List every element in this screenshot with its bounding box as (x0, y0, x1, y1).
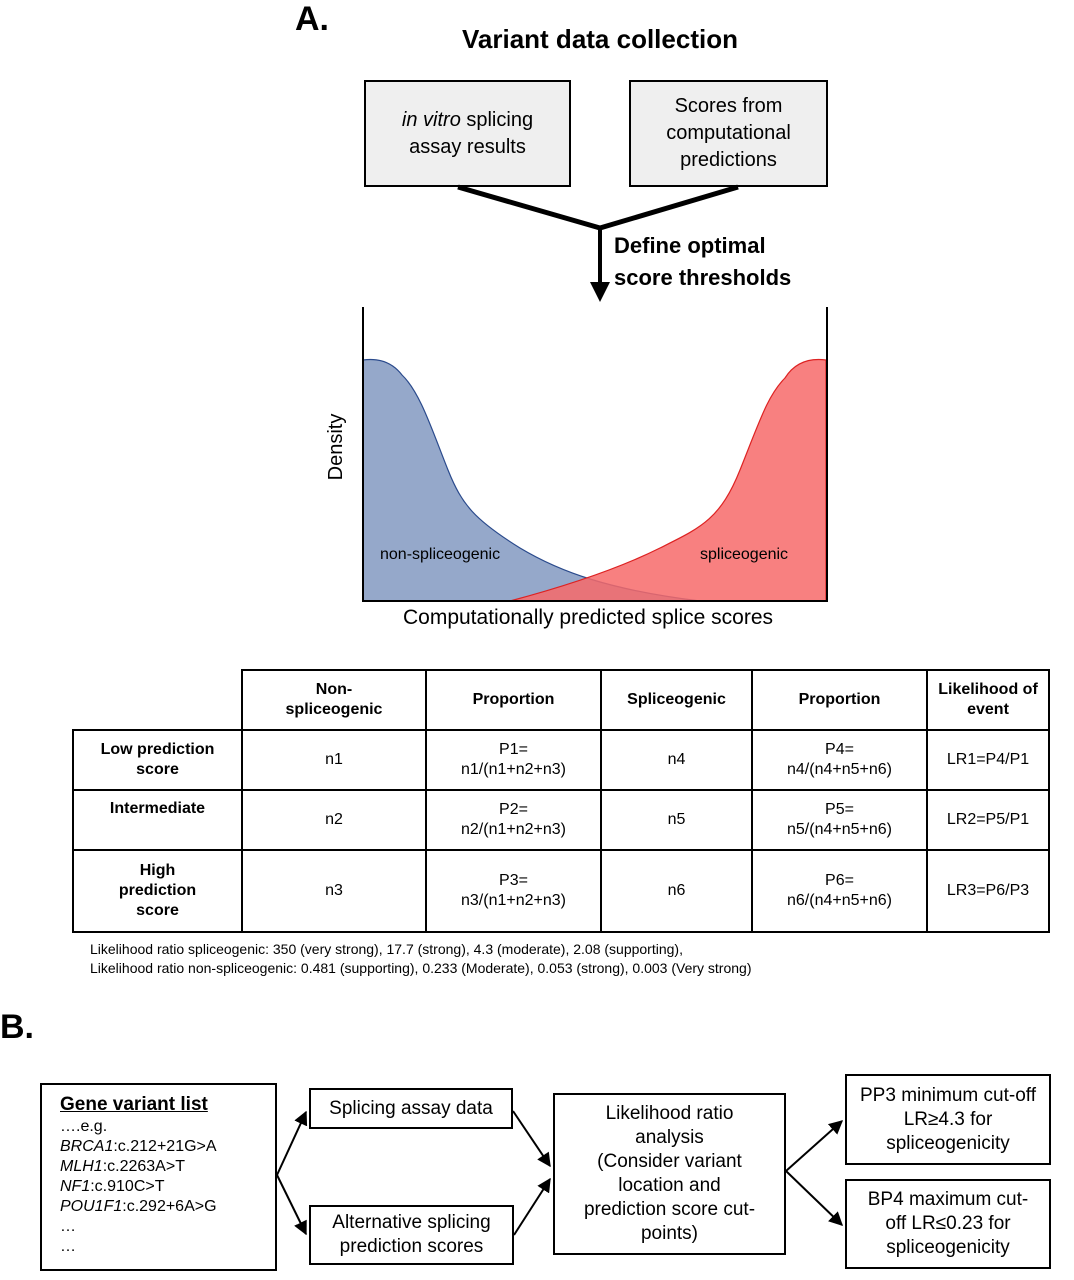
variant-item: NF1:c.910C>T (60, 1178, 165, 1195)
table-row: Low prediction score n1 P1= n1/(n1+n2+n3… (72, 729, 1050, 791)
note-spliceogenic: Likelihood ratio spliceogenic: 350 (very… (90, 941, 683, 957)
scores-line1: Scores from (674, 95, 783, 117)
in-vitro-rest: splicing (460, 108, 534, 131)
gene-list-ellipsis: … (60, 1218, 76, 1235)
gene-list-title: Gene variant list (60, 1094, 208, 1115)
variant-item: POU1F1:c.292+6A>G (60, 1198, 217, 1215)
cell-p1: P1= n1/(n1+n2+n3) (425, 729, 602, 791)
x-axis-label: Computationally predicted splice scores (402, 606, 773, 629)
spliceogenic-density (509, 358, 827, 602)
cell-p5: P5= n5/(n4+n5+n6) (751, 789, 928, 851)
row-label-intermediate: Intermediate (72, 789, 243, 851)
header-proportion-1: Proportion (425, 669, 602, 731)
spliceogenic-label: spliceogenic (700, 546, 789, 563)
in-vitro-assay-box: in vitro splicing assay results (364, 80, 571, 187)
bp4-cutoff-box: BP4 maximum cut- off LR≤0.23 for spliceo… (845, 1179, 1051, 1269)
likelihood-ratio-table: Non- spliceogenic Proportion Spliceogeni… (72, 669, 1050, 933)
table-corner (73, 670, 243, 731)
cell-n5: n5 (600, 789, 753, 851)
header-proportion-2: Proportion (751, 669, 928, 731)
cell-p3: P3= n3/(n1+n2+n3) (425, 849, 602, 933)
header-likelihood: Likelihood of event (926, 669, 1050, 731)
cell-n4: n4 (600, 729, 753, 791)
variant-item: MLH1:c.2263A>T (60, 1158, 185, 1175)
likelihood-ratio-analysis-box: Likelihood ratio analysis (Consider vari… (553, 1093, 786, 1255)
cell-lr3: LR3=P6/P3 (926, 849, 1050, 933)
splicing-assay-box: Splicing assay data (309, 1088, 513, 1129)
cell-n1: n1 (241, 729, 427, 791)
alternative-splicing-box: Alternative splicing prediction scores (309, 1205, 514, 1265)
in-vitro-line2: assay results (409, 135, 526, 158)
gene-list-eg: ….e.g. (60, 1118, 108, 1135)
merge-connector (457, 184, 739, 302)
down-arrow-icon (590, 282, 610, 302)
cell-p4: P4= n4/(n4+n5+n6) (751, 729, 928, 791)
row-label-high: High prediction score (72, 849, 243, 933)
in-vitro-text: in vitro (401, 108, 461, 131)
cell-p6: P6= n6/(n4+n5+n6) (751, 849, 928, 933)
cell-lr1: LR1=P4/P1 (926, 729, 1050, 791)
lr-notes: Likelihood ratio spliceogenic: 350 (very… (90, 940, 752, 978)
pp3-cutoff-box: PP3 minimum cut-off LR≥4.3 for spliceoge… (845, 1074, 1051, 1165)
panel-a-title: Variant data collection (462, 24, 738, 54)
gene-list-ellipsis: … (60, 1238, 76, 1255)
scores-line2: computational (666, 122, 791, 144)
flow-arrows (276, 1110, 844, 1236)
cell-n2: n2 (241, 789, 427, 851)
scores-line3: predictions (680, 149, 777, 171)
cell-lr2: LR2=P5/P1 (926, 789, 1050, 851)
table-row: Intermediate n2 P2= n2/(n1+n2+n3) n5 P5=… (72, 789, 1050, 851)
cell-p2: P2= n2/(n1+n2+n3) (425, 789, 602, 851)
non-spliceogenic-label: non-spliceogenic (380, 546, 501, 563)
cell-n3: n3 (241, 849, 427, 933)
cell-n6: n6 (600, 849, 753, 933)
gene-variant-list-box: Gene variant list ….e.g. BRCA1:c.212+21G… (40, 1083, 277, 1271)
table-row: High prediction score n3 P3= n3/(n1+n2+n… (72, 849, 1050, 933)
note-non-spliceogenic: Likelihood ratio non-spliceogenic: 0.481… (90, 960, 752, 976)
variant-item: BRCA1:c.212+21G>A (60, 1138, 217, 1155)
computational-scores-box: Scores from computational predictions (629, 80, 828, 187)
define-thresholds-label: Define optimal score thresholds (614, 230, 791, 294)
row-label-low: Low prediction score (72, 729, 243, 791)
panel-a-label: A. (295, 0, 329, 38)
density-plot (362, 307, 828, 602)
define-thresholds-line2: score thresholds (614, 265, 792, 290)
y-axis-label: Density (325, 413, 347, 481)
panel-b-label: B. (0, 1008, 34, 1046)
header-non-spliceogenic: Non- spliceogenic (241, 669, 427, 731)
header-spliceogenic: Spliceogenic (600, 669, 753, 731)
define-thresholds-line1: Define optimal (614, 233, 766, 258)
table-header-row: Non- spliceogenic Proportion Spliceogeni… (73, 669, 1050, 731)
